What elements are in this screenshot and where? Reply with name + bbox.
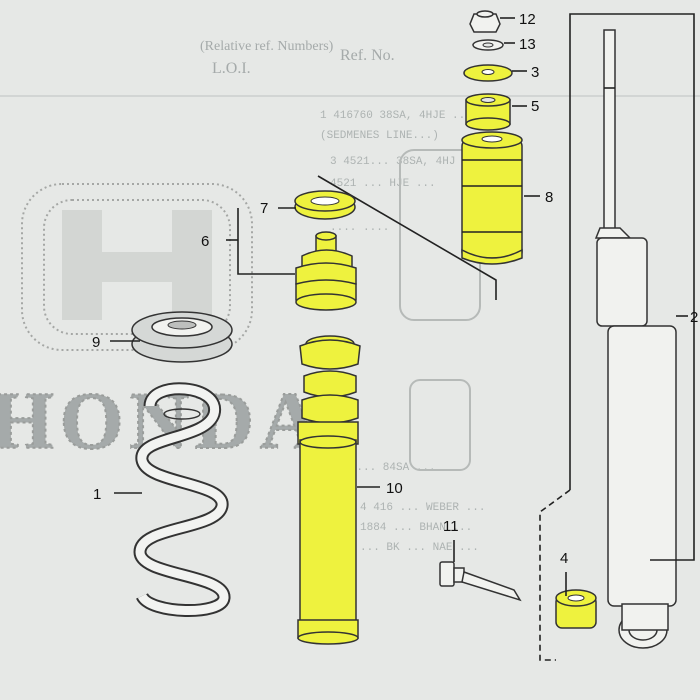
label-6: 6 [201, 233, 209, 250]
flange-bolt [439, 561, 522, 602]
svg-text:.... ....: .... .... [330, 222, 389, 234]
label-2: 2 [690, 309, 698, 326]
bump-stop-cap [294, 190, 356, 220]
lower-dust-boot [297, 335, 361, 645]
part-labels: 12 13 3 5 8 7 6 9 1 10 11 4 2 [92, 11, 698, 567]
label-5: 5 [531, 98, 539, 115]
mount-plate [463, 64, 513, 82]
lower-bushing [555, 589, 597, 629]
label-11: 11 [443, 518, 459, 535]
svg-text:4521 ... HJE ...: 4521 ... HJE ... [330, 178, 436, 190]
header-ref: Ref. No. [340, 47, 395, 64]
background-layer: Ref. No. L.O.I. (Relative ref. Numbers) … [0, 39, 700, 554]
washer [472, 39, 504, 51]
label-12: 12 [519, 11, 536, 28]
label-1: 1 [93, 486, 101, 503]
label-13: 13 [519, 36, 536, 53]
shock-bracket [539, 13, 695, 661]
bump-stop-rubber [295, 231, 357, 311]
label-9: 9 [92, 334, 100, 351]
upper-bushing [465, 93, 511, 131]
svg-text:... BK ... NAE ...: ... BK ... NAE ... [360, 542, 479, 554]
label-7: 7 [260, 200, 268, 217]
shock-absorber [594, 29, 677, 649]
svg-text:4 416 ... WEBER ...: 4 416 ... WEBER ... [360, 502, 485, 514]
svg-text:3 4521... 38SA, 4HJ ...: 3 4521... 38SA, 4HJ ... [330, 156, 482, 168]
label-10: 10 [386, 480, 403, 497]
assembly-line [317, 175, 497, 300]
leader-lines [110, 17, 688, 596]
brand-watermark: HONDA [0, 375, 325, 466]
label-8: 8 [545, 189, 553, 206]
svg-text:1884 ... BHAN ...: 1884 ... BHAN ... [360, 522, 472, 534]
label-4: 4 [560, 550, 568, 567]
flange-nut [469, 10, 501, 33]
spring-seat [131, 311, 233, 363]
upper-dust-boot [461, 131, 523, 265]
label-3: 3 [531, 64, 539, 81]
svg-text:(SEDMENES LINE...): (SEDMENES LINE...) [320, 130, 439, 142]
svg-text:1 416760 38SA, 4HJE ...: 1 416760 38SA, 4HJE ... [320, 110, 472, 122]
coil-spring [133, 382, 231, 618]
header-relative: (Relative ref. Numbers) [200, 39, 334, 54]
header-loi: L.O.I. [212, 60, 251, 77]
